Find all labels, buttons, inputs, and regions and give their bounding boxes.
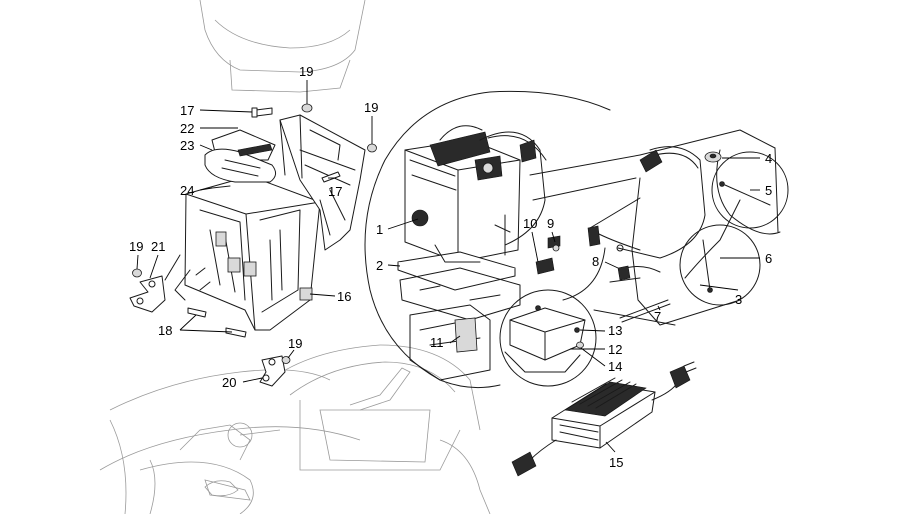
label-10: 10 (523, 216, 537, 231)
label-7: 7 (654, 309, 661, 324)
label-19-bottom: 19 (288, 336, 302, 351)
label-15: 15 (609, 455, 623, 470)
label-13: 13 (608, 323, 622, 338)
label-17-top: 17 (180, 103, 194, 118)
label-2: 2 (376, 258, 383, 273)
wiring-harness (587, 129, 789, 326)
inset-cover-plate (504, 305, 586, 373)
label-11: 11 (430, 335, 444, 350)
hardware-items (129, 103, 377, 387)
label-14: 14 (608, 359, 622, 374)
label-8: 8 (592, 254, 599, 269)
label-6: 6 (765, 251, 772, 266)
label-20: 20 (222, 375, 236, 390)
leader-lines (136, 80, 760, 453)
label-9: 9 (547, 216, 554, 231)
label-19-top: 19 (299, 64, 313, 79)
label-18: 18 (158, 323, 172, 338)
label-3: 3 (735, 292, 742, 307)
part-labels: 1 2 3 4 5 6 7 8 9 10 11 12 13 14 15 16 1… (129, 64, 772, 470)
label-21: 21 (151, 239, 165, 254)
label-1: 1 (376, 222, 383, 237)
battery-charger (511, 361, 697, 477)
scooter-body-faint (99, 0, 491, 514)
label-23: 23 (180, 138, 194, 153)
label-16: 16 (337, 289, 351, 304)
battery (397, 125, 561, 381)
label-12: 12 (608, 342, 622, 357)
label-17-mid: 17 (328, 184, 342, 199)
label-19-left: 19 (129, 239, 143, 254)
label-22: 22 (180, 121, 194, 136)
label-4: 4 (765, 151, 772, 166)
label-19-right: 19 (364, 100, 378, 115)
battery-box-housing (164, 114, 366, 331)
label-5: 5 (765, 183, 772, 198)
label-24: 24 (180, 183, 194, 198)
